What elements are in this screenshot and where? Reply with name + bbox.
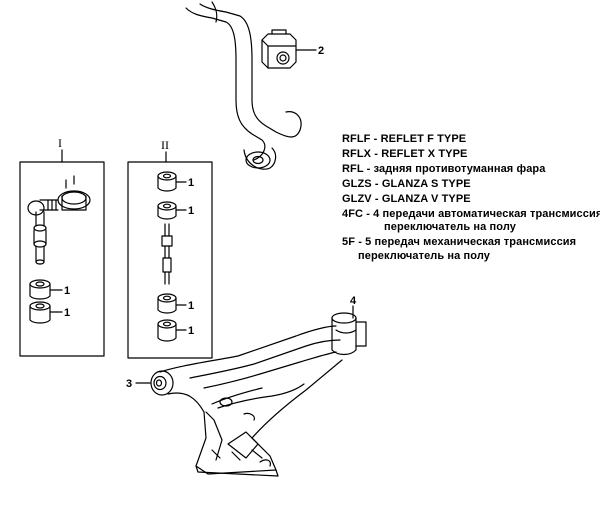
legend-item: GLZS - GLANZA S TYPE bbox=[342, 178, 471, 190]
legend-item-continuation: переключатель на полу bbox=[358, 250, 490, 262]
callout-1: 1 bbox=[188, 205, 194, 217]
legend-item: 4FC - 4 передачи автоматическая трансмис… bbox=[342, 208, 600, 220]
bushing-part-3 bbox=[135, 370, 174, 396]
callout-4: 4 bbox=[350, 295, 357, 307]
bushing-II-2 bbox=[157, 201, 187, 220]
callout-2: 2 bbox=[318, 45, 324, 57]
bushing-I-lower bbox=[29, 301, 63, 324]
callout-1: 1 bbox=[188, 177, 194, 189]
group-I-frame bbox=[19, 149, 105, 357]
group-II-frame bbox=[127, 151, 213, 359]
bushing-part-2 bbox=[261, 29, 317, 69]
bushing-II-3 bbox=[157, 293, 187, 314]
bushing-II-1 bbox=[157, 171, 187, 192]
legend-item: RFLF - REFLET F TYPE bbox=[342, 133, 467, 145]
legend-item-continuation: переключатель на полу bbox=[384, 221, 516, 233]
stabilizer-bar bbox=[185, 1, 302, 170]
legend-item: RFL - задняя противотуманная фара bbox=[342, 163, 546, 175]
callout-1: 1 bbox=[64, 285, 70, 297]
legend-item: GLZV - GLANZA V TYPE bbox=[342, 193, 471, 205]
callout-1: 1 bbox=[188, 300, 194, 312]
callout-1: 1 bbox=[188, 325, 194, 337]
group-label-II: II bbox=[161, 138, 169, 152]
legend-item: 5F - 5 передач механическая трансмиссия bbox=[342, 236, 577, 248]
callout-3: 3 bbox=[126, 378, 132, 390]
bushing-part-4 bbox=[331, 305, 367, 356]
lower-control-arm bbox=[159, 325, 343, 477]
bushing-II-4 bbox=[157, 319, 187, 342]
group-label-I: I bbox=[58, 136, 62, 150]
legend-item: RFLX - REFLET X TYPE bbox=[342, 148, 468, 160]
callout-1: 1 bbox=[64, 307, 70, 319]
stabilizer-link-II bbox=[161, 223, 173, 285]
bushing-I-upper bbox=[29, 279, 63, 300]
stabilizer-link-I bbox=[27, 175, 91, 265]
